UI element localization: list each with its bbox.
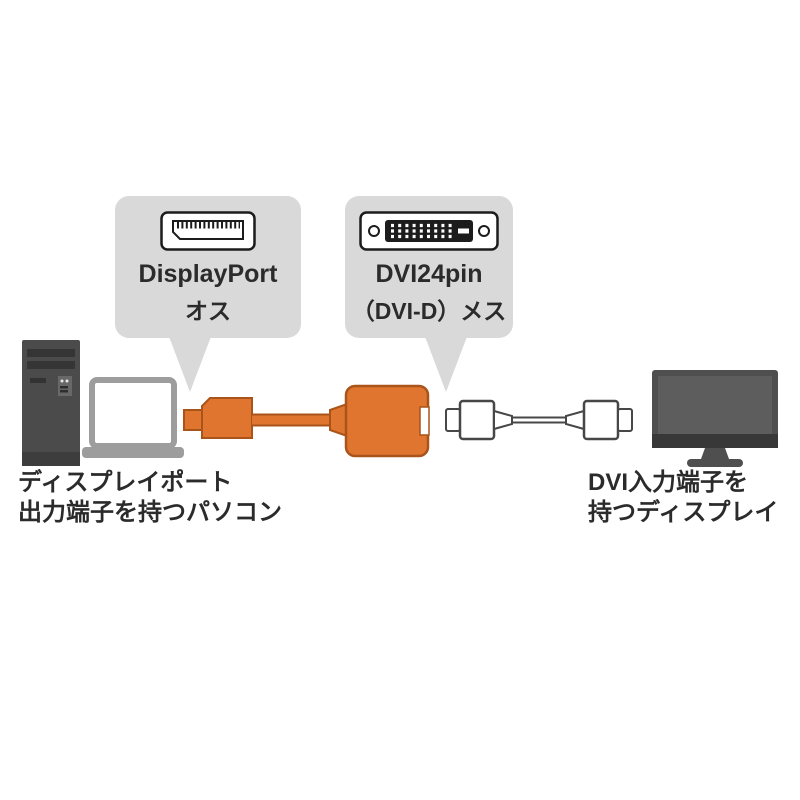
devices-illustration bbox=[22, 340, 778, 467]
dvi-connector-icon bbox=[359, 211, 499, 251]
dvi-callout-subtitle: （DVI-D）メス bbox=[351, 298, 507, 324]
displayport-connector-icon bbox=[160, 211, 256, 251]
display-label: DVI入力端子を 持つディスプレイ bbox=[588, 468, 778, 528]
laptop bbox=[82, 377, 184, 458]
dp-to-dvi-adapter-body bbox=[329, 384, 430, 458]
dvi-callout-tail bbox=[424, 334, 468, 392]
displayport-cable-plug bbox=[183, 397, 348, 439]
dvi-cable bbox=[445, 399, 633, 441]
displayport-callout-subtitle: オス bbox=[185, 298, 231, 324]
displayport-callout: DisplayPort オス bbox=[115, 196, 301, 338]
desktop-pc-tower bbox=[22, 340, 80, 466]
display-label-line1: DVI入力端子を bbox=[588, 469, 749, 496]
pc-label: ディスプレイポート 出力端子を持つパソコン bbox=[18, 468, 282, 528]
dvi-callout: DVI24pin （DVI-D）メス bbox=[345, 196, 513, 338]
display-monitor bbox=[652, 370, 778, 467]
displayport-callout-title: DisplayPort bbox=[138, 260, 278, 288]
display-label-line2: 持つディスプレイ bbox=[588, 499, 779, 526]
dvi-callout-title: DVI24pin bbox=[375, 260, 483, 288]
pc-label-line2: 出力端子を持つパソコン bbox=[18, 499, 282, 526]
pc-label-line1: ディスプレイポート bbox=[18, 469, 233, 496]
